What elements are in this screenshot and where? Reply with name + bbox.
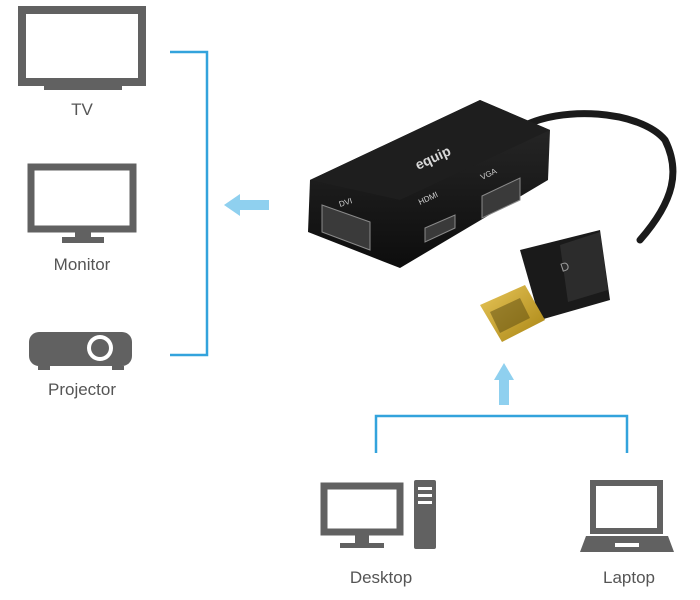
adapter-device	[308, 100, 677, 268]
laptop-icon	[580, 480, 674, 552]
projector-label: Projector	[47, 380, 117, 399]
projector-icon	[29, 332, 132, 370]
left-arrow-icon	[224, 194, 269, 216]
tv-icon	[18, 6, 146, 90]
input-bracket-line	[374, 414, 629, 453]
displayport-connector	[480, 230, 610, 342]
desktop-label: Desktop	[349, 568, 413, 587]
monitor-label: Monitor	[53, 255, 111, 274]
laptop-label: Laptop	[603, 568, 655, 587]
port-label-dvi: DVI	[338, 196, 353, 209]
output-bracket-line	[170, 50, 209, 357]
tv-label: TV	[71, 100, 93, 119]
desktop-computer-icon	[320, 480, 436, 549]
monitor-icon	[27, 163, 137, 243]
up-arrow-icon	[494, 363, 514, 405]
